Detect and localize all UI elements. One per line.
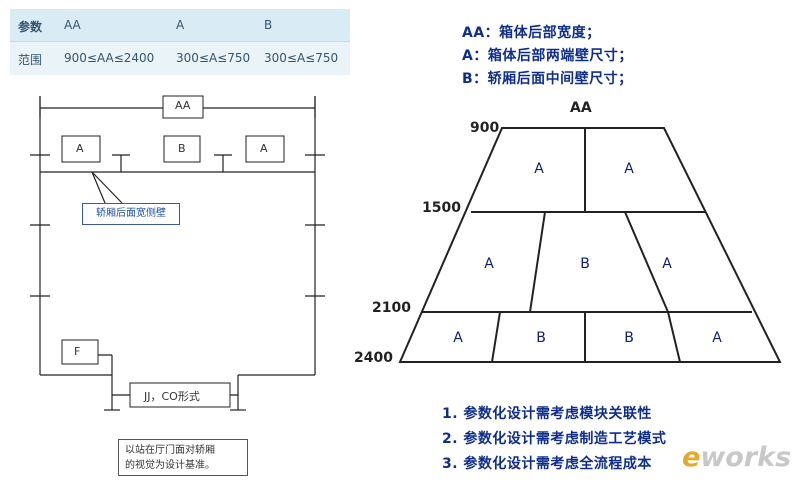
- watermark-text: works: [700, 442, 792, 473]
- f-panel-label: F: [74, 345, 81, 358]
- zone-t1-a-right: A: [624, 161, 634, 177]
- tier-label-900: 900: [470, 120, 500, 136]
- trapezoid-top-label: AA: [570, 100, 592, 116]
- table-header-row: [10, 9, 350, 41]
- panel-label-a-left: A: [76, 142, 84, 155]
- table-header-b: B: [264, 18, 273, 32]
- watermark-prefix: e: [682, 442, 701, 473]
- rear-wall-callout: 轿厢后面宽侧壁: [82, 203, 180, 225]
- aa-dimension-label: AA: [175, 99, 191, 112]
- zone-t3-b-left: B: [536, 330, 546, 346]
- panel-box-a-left: [61, 135, 101, 163]
- zone-t2-b: B: [580, 256, 590, 272]
- table-cell-a-range: 300≤A≤750: [176, 51, 251, 65]
- tier-label-2100: 2100: [372, 300, 411, 316]
- table-header-aa: AA: [64, 18, 81, 32]
- panel-box-b: [163, 135, 201, 163]
- aa-label-box: [162, 95, 204, 119]
- tier-label-2400: 2400: [354, 350, 393, 366]
- design-basis-line-1: 以站在厅门面对轿厢: [125, 445, 215, 456]
- tier-label-1500: 1500: [422, 200, 461, 216]
- note-full-process-cost: 3. 参数化设计需考虑全流程成本: [442, 456, 652, 472]
- tier2-divider-left: [529, 211, 546, 313]
- f-panel-box: [61, 339, 99, 365]
- table-row-label: 范围: [18, 53, 43, 67]
- zone-t2-a-left: A: [484, 256, 494, 272]
- door-label-box: [129, 382, 231, 408]
- tier2-divider-right: [624, 211, 669, 313]
- door-type-label: JJ，CO形式: [144, 390, 200, 403]
- zone-t3-a-right: A: [712, 330, 722, 346]
- parametric-trapezoid: [398, 127, 782, 363]
- design-basis-line-2: 的视觉为设计基准。: [125, 460, 215, 471]
- tier3-divider-3: [667, 311, 681, 363]
- table-cell-b-range: 300≤A≤750: [264, 51, 339, 65]
- table-cell-aa-range: 900≤AA≤2400: [64, 51, 155, 65]
- panel-label-b: B: [178, 142, 186, 155]
- zone-t1-a-left: A: [534, 161, 544, 177]
- legend-a: A：箱体后部两端壁尺寸；: [462, 48, 633, 64]
- panel-label-a-right: A: [260, 142, 268, 155]
- zone-t3-b-right: B: [624, 330, 634, 346]
- table-divider: [10, 41, 350, 42]
- tier3-divider-1: [491, 311, 501, 363]
- note-module-relevance: 1. 参数化设计需考虑模块关联性: [442, 406, 652, 422]
- parameter-table: 参数 AA A B 范围 900≤AA≤2400 300≤A≤750 300≤A…: [10, 9, 350, 75]
- design-basis-note: 以站在厅门面对轿厢 的视觉为设计基准。: [118, 439, 248, 476]
- eworks-watermark-logo: eworks: [682, 442, 791, 473]
- trapezoid-outline: [398, 127, 782, 363]
- zone-t3-a-left: A: [453, 330, 463, 346]
- table-header-a: A: [176, 18, 185, 32]
- callout-leader-2: [91, 171, 123, 204]
- legend-aa: AA：箱体后部宽度；: [462, 25, 601, 41]
- note-manufacturing-mode: 2. 参数化设计需考虑制造工艺模式: [442, 431, 667, 447]
- legend-b: B：轿厢后面中间壁尺寸；: [462, 71, 633, 87]
- table-header-param: 参数: [18, 20, 43, 34]
- zone-t2-a-right: A: [662, 256, 672, 272]
- callout-leader-1: [91, 171, 106, 204]
- panel-box-a-right: [245, 135, 285, 163]
